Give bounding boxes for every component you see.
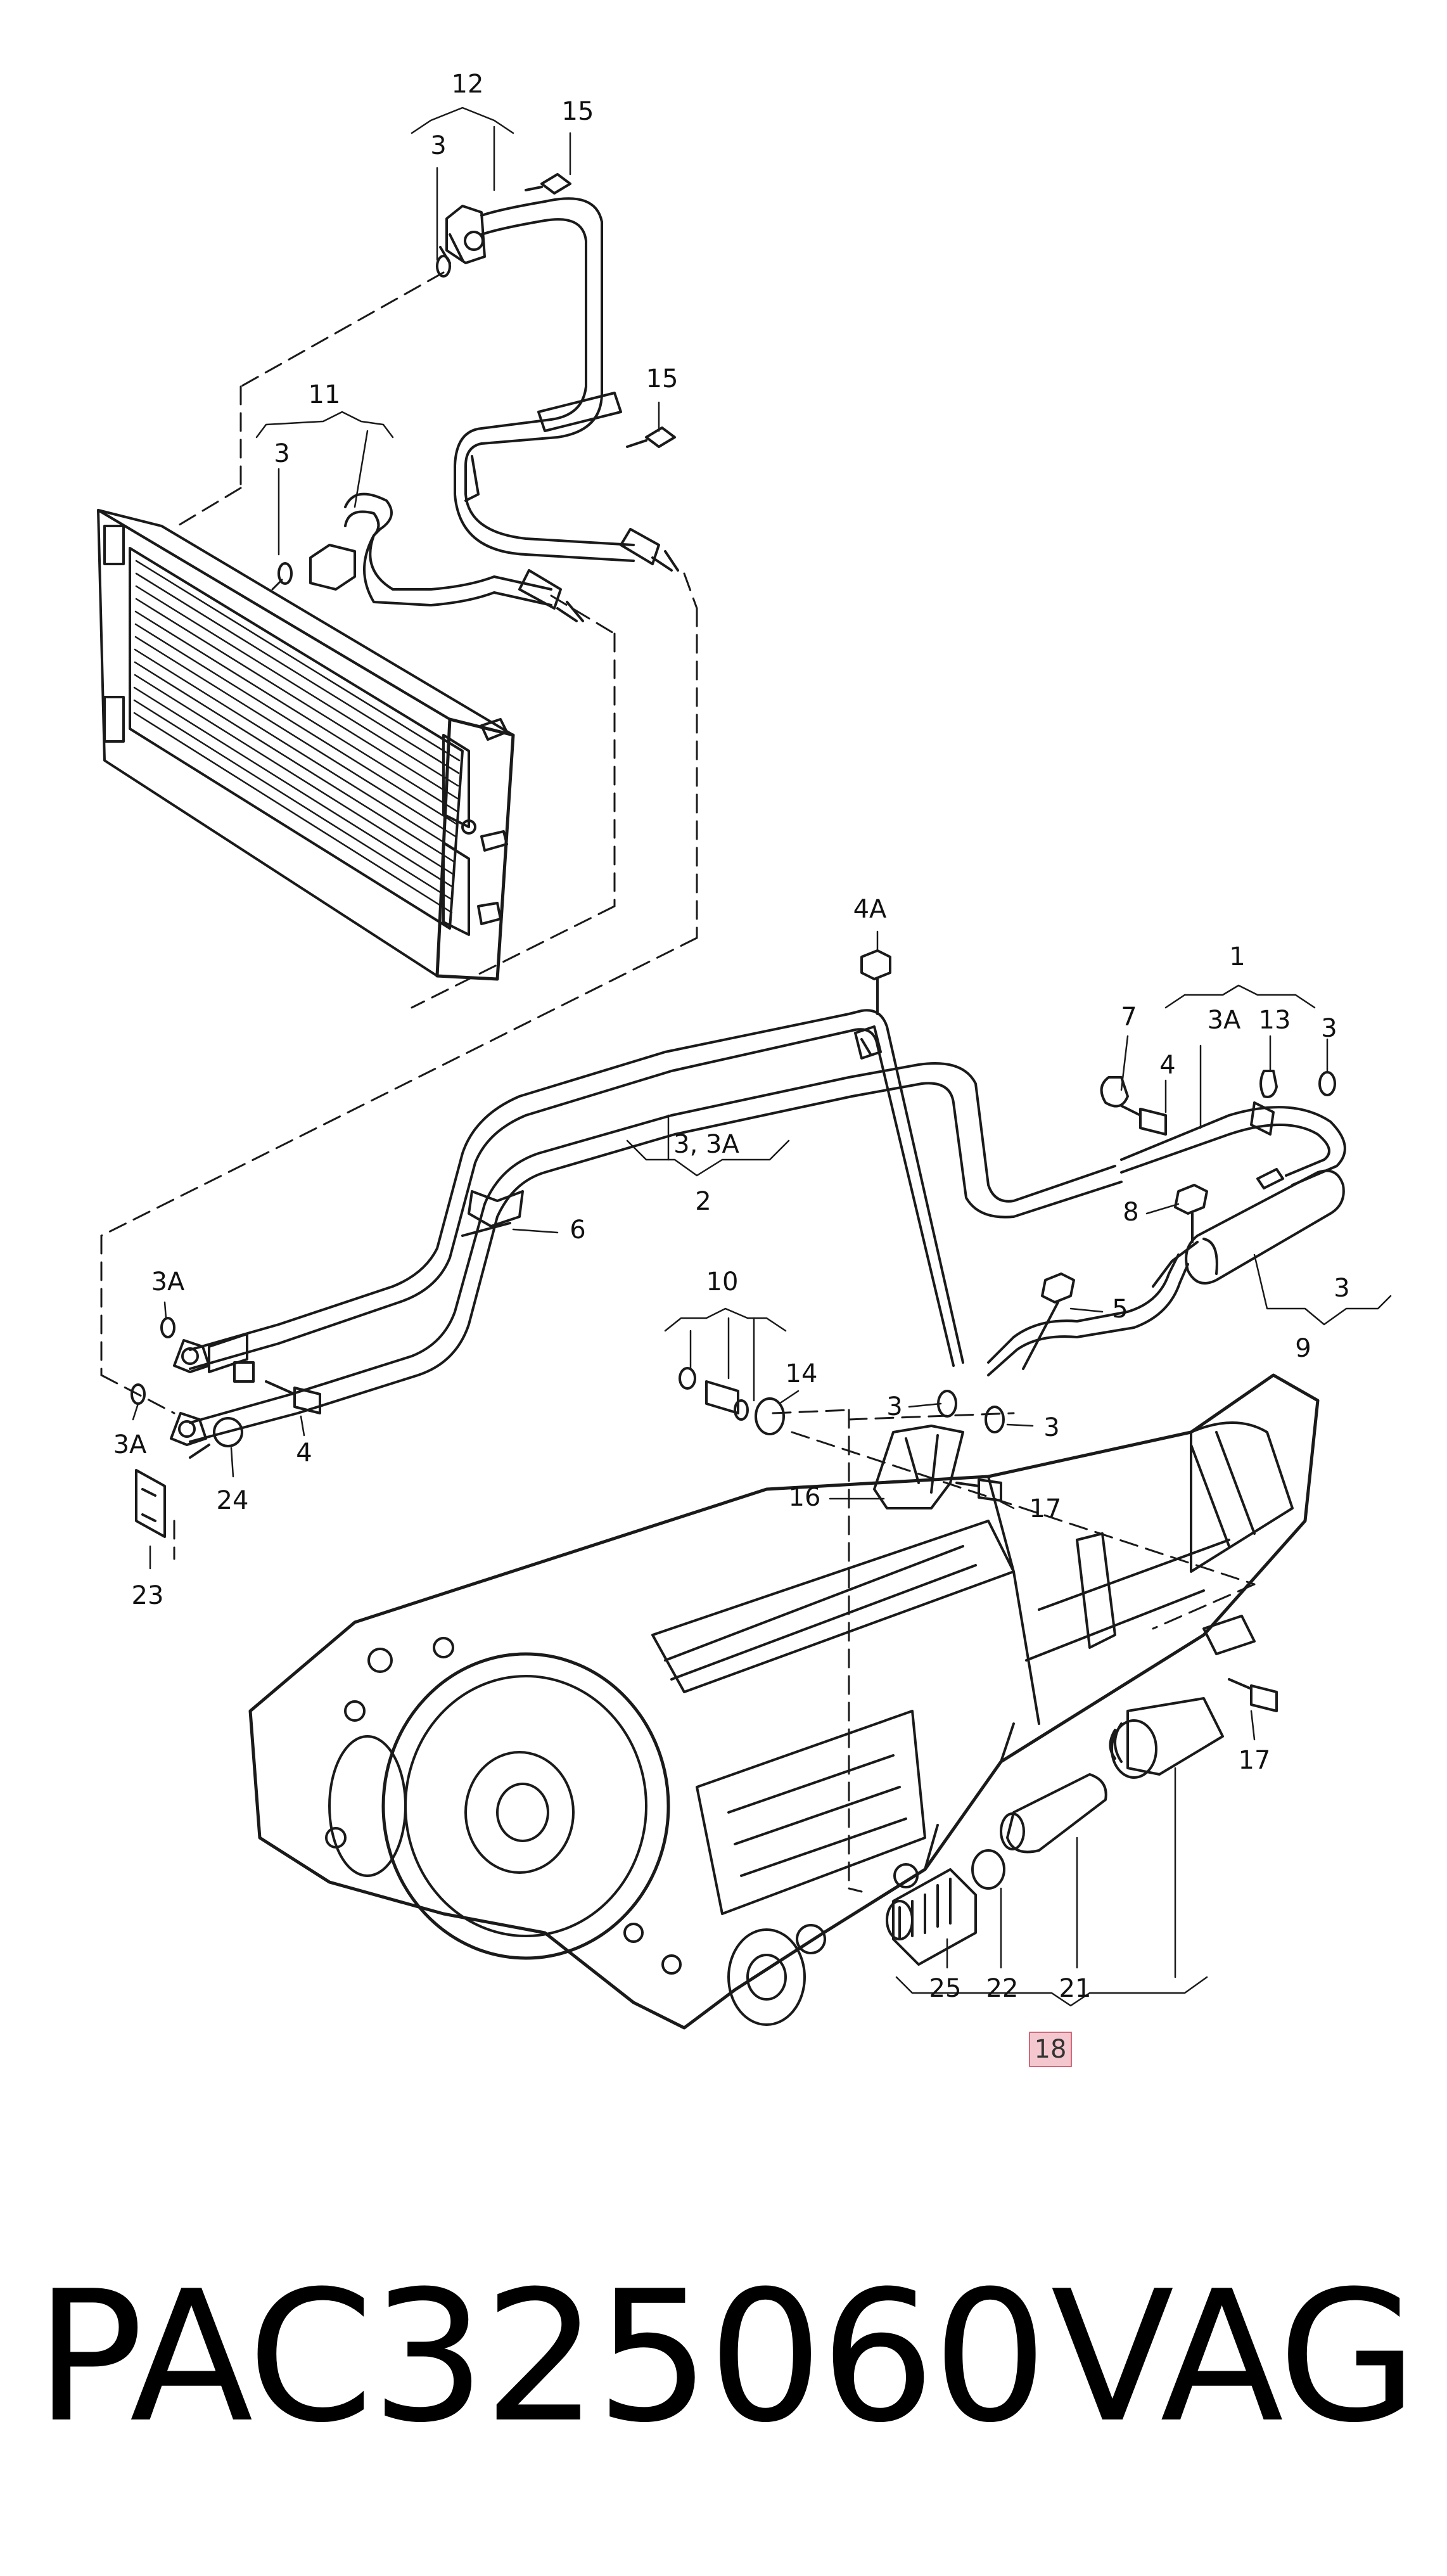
callout-2: 2 (695, 1187, 711, 1216)
callout-3-3A: 3, 3A (673, 1130, 739, 1159)
bolt-4-left (265, 1380, 321, 1414)
callout-17-upper: 17 (1029, 1494, 1062, 1523)
footer: PAC325060 VAG (0, 2231, 1447, 2497)
filter-housing-18 (1109, 1697, 1224, 1779)
callout-18-highlight (1029, 2032, 1072, 2067)
callout-22: 22 (986, 1974, 1019, 2003)
bracket-16 (873, 1425, 964, 1509)
fittings-left (131, 1317, 255, 1446)
seal-3-upper (436, 255, 451, 278)
callout-1: 1 (1229, 942, 1245, 971)
bolt-4-right (1120, 1105, 1167, 1136)
filter-cap-25 (886, 1868, 977, 1966)
radiator (97, 509, 515, 981)
callout-4-left: 4 (296, 1439, 312, 1468)
callout-21: 21 (1059, 1974, 1092, 2003)
clip-6 (461, 1190, 524, 1237)
brand-name: VAG (1050, 2252, 1418, 2463)
callout-5: 5 (1112, 1295, 1128, 1324)
seal-3-right-top (1318, 1071, 1336, 1096)
callout-12: 12 (452, 70, 484, 99)
callout-7: 7 (1121, 1003, 1137, 1032)
seal-3-center (937, 1390, 1005, 1433)
callout-16: 16 (789, 1483, 821, 1512)
bracket-23 (135, 1469, 166, 1538)
filter-element-21 (1000, 1773, 1107, 1854)
callout-23: 23 (132, 1581, 164, 1610)
callout-4A: 4A (853, 895, 887, 924)
callout-18: 18 (1035, 2035, 1067, 2064)
filter-housing-9 (1152, 1168, 1345, 1288)
dashed-guides (100, 271, 1256, 1893)
callout-labels: 12 15 3 15 11 3 4A 1 7 4 3A 13 3 3, 3A 2… (113, 70, 1350, 2067)
callout-9: 9 (1295, 1334, 1311, 1363)
oring-22 (971, 1849, 1005, 1890)
callout-14: 14 (786, 1359, 818, 1388)
bolt-24 (189, 1417, 243, 1459)
callout-24: 24 (217, 1486, 249, 1515)
callout-11: 11 (309, 380, 341, 409)
callout-3-center-right: 3 (1043, 1413, 1059, 1442)
transmission-cooler-lines (189, 1009, 1123, 1443)
leader-lines (132, 106, 1392, 2007)
callout-10: 10 (706, 1267, 739, 1297)
bolt-17-upper (955, 1478, 1002, 1502)
callout-13: 13 (1259, 1006, 1291, 1035)
callout-6: 6 (570, 1215, 585, 1245)
callout-8: 8 (1123, 1198, 1138, 1227)
callout-15-lower: 15 (646, 364, 679, 394)
callout-3-left: 3 (274, 439, 290, 468)
cooler-line-lower (309, 492, 584, 622)
callout-3A-left-top: 3A (151, 1267, 185, 1297)
callout-25: 25 (929, 1974, 962, 2003)
line-5 (987, 1253, 1189, 1376)
seal-13 (1259, 1070, 1278, 1098)
clamp-7 (1100, 1076, 1129, 1108)
callout-3-right-top: 3 (1321, 1014, 1337, 1043)
bolt-4A (860, 949, 891, 1015)
callout-3A-right: 3A (1208, 1006, 1241, 1035)
callout-3-right: 3 (1334, 1274, 1349, 1303)
oring-14 (755, 1397, 785, 1435)
bracket-17-lower (1202, 1615, 1278, 1712)
callout-3-upper: 3 (430, 131, 446, 160)
callout-4-right: 4 (1159, 1051, 1175, 1080)
bolt-15-lower (626, 426, 676, 448)
callout-17-lower: 17 (1239, 1746, 1271, 1775)
seal-3-left (277, 562, 293, 585)
cooler-line-upper (439, 197, 679, 572)
part-number: PAC325060 (35, 2252, 1048, 2463)
return-line-1 (1120, 1101, 1346, 1186)
callout-3A-left-bottom: 3A (113, 1430, 147, 1459)
callout-3-center-left: 3 (886, 1392, 902, 1421)
bolt-15-upper (525, 173, 571, 195)
bolt-8 (1174, 1184, 1208, 1243)
transmission (248, 1373, 1320, 2030)
parts-10 (679, 1367, 749, 1421)
callout-15-upper: 15 (562, 97, 594, 126)
